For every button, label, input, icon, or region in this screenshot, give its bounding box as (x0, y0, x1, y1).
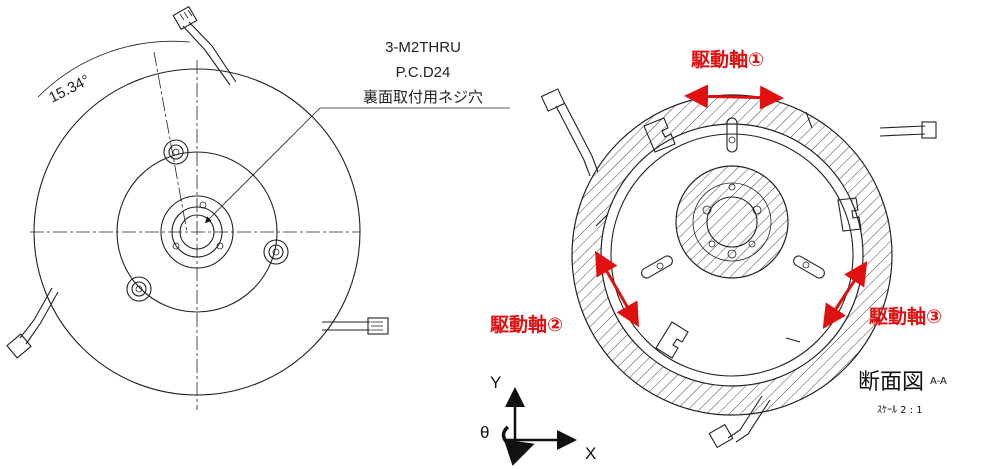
drive-axis-1-label: 駆動軸① (691, 48, 764, 71)
section-cable-topleft (540, 88, 599, 177)
drive-axis-3-label: 駆動軸③ (869, 305, 942, 328)
left-cable-bottom (6, 287, 59, 359)
note-line-1: 3-M2THRU (385, 39, 461, 56)
x-axis-label: X (585, 444, 596, 463)
theta-rotation-arrow (501, 425, 535, 466)
section-title: 断面図 (858, 370, 924, 395)
bolt-left (126, 276, 152, 302)
note-line-2: P.C.D24 (396, 64, 451, 81)
note-leader (204, 107, 510, 224)
section-title-suffix: A-A (930, 376, 947, 387)
section-cable-right (879, 121, 937, 139)
drive-axis-2-label: 駆動軸② (490, 313, 563, 336)
clamp-right (837, 197, 862, 232)
bolt-right (263, 239, 289, 265)
slot-top (726, 117, 738, 153)
front-view: 15.34° 3-M2THRU P.C.D24 裏面取付用ネジ穴 (6, 5, 510, 410)
drive-axis-3-arrow (822, 260, 868, 330)
bolt-top (163, 139, 189, 165)
section-view: 駆動軸① 駆動軸② 駆動軸③ 断面図 A-A ｽｹｰﾙ 2 : 1 (490, 48, 947, 449)
clamp-top-left (643, 117, 676, 153)
central-hub-section (675, 165, 789, 279)
clamp-bottom (655, 321, 689, 359)
section-scale: ｽｹｰﾙ 2 : 1 (877, 404, 923, 416)
angle-label: 15.34° (46, 72, 93, 107)
y-axis-label: Y (490, 373, 501, 392)
left-cable-top (172, 5, 237, 86)
coordinate-axes: Y X θ (480, 373, 596, 466)
angle-dimension-arc (37, 40, 191, 98)
drive-axis-2-arrow (595, 250, 639, 328)
drive-axis-1-arrow (684, 84, 784, 110)
right-cable (322, 317, 389, 335)
theta-label: θ (480, 423, 489, 442)
slot-right (793, 255, 825, 279)
note-line-3: 裏面取付用ネジ穴 (363, 88, 483, 106)
slot-left (641, 255, 673, 279)
